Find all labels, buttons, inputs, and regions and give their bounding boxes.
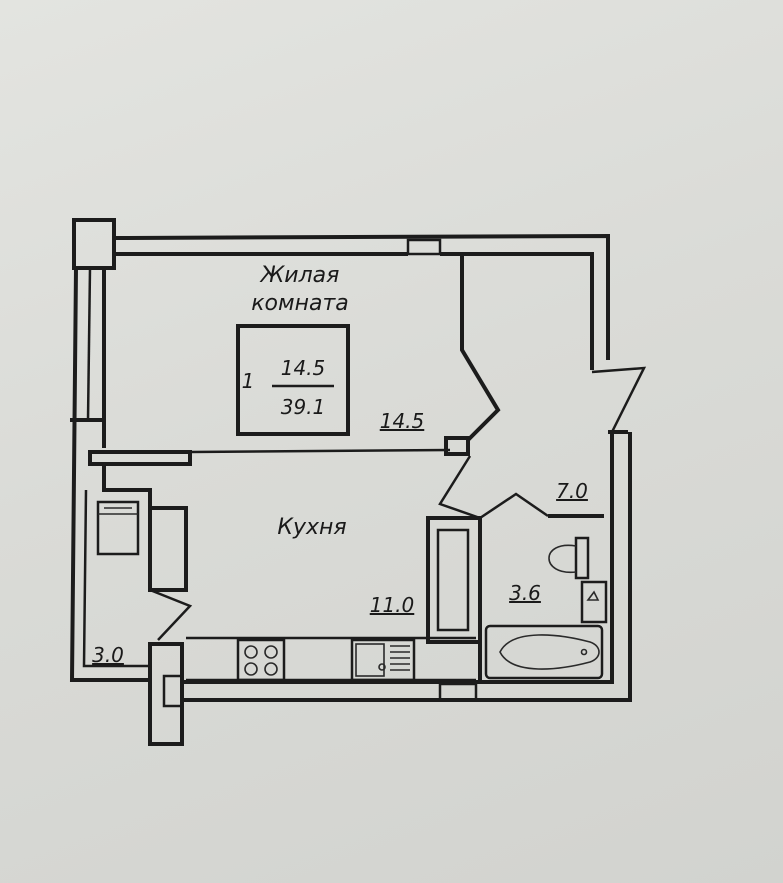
burner-3 (244, 662, 258, 676)
kitchen-name: Кухня (277, 515, 346, 540)
top-left-pier (72, 218, 116, 270)
outer-walls (69, 218, 647, 746)
kitchen-area: 11.0 (370, 593, 415, 617)
kitchen-fixtures (186, 636, 476, 682)
burner-4 (264, 662, 278, 676)
sink-bowl (355, 643, 385, 677)
bottom-left-pier (148, 642, 184, 746)
balcony-appliance (96, 500, 140, 556)
bathroom-fixtures (484, 536, 608, 680)
living-kitchen-pier (88, 450, 192, 466)
bottom-right-wall (180, 432, 614, 684)
bottom-vent (438, 682, 478, 702)
left-wall-step (70, 418, 106, 448)
top-wall-inner (114, 252, 594, 370)
balcony-fixtures (96, 500, 140, 556)
bathtub (484, 624, 604, 680)
top-wall-outer (113, 233, 610, 360)
balcony-wall (102, 464, 188, 592)
wardrobe-outer (426, 516, 482, 644)
washbasin-tap (586, 590, 600, 601)
bathroom-area: 3.6 (509, 581, 541, 605)
balcony-door (149, 588, 193, 641)
room-count: 1 (242, 369, 255, 393)
burner-2 (264, 645, 278, 659)
sink-drainer (390, 645, 410, 671)
kitchen-counter (186, 636, 476, 682)
kitchen-hall-door (438, 455, 549, 520)
balcony-appliance-lid (98, 507, 138, 515)
washbasin (580, 580, 608, 624)
wardrobe-inner (436, 528, 470, 632)
bathtub-drain (580, 648, 588, 656)
partition-post (444, 436, 470, 456)
interior-walls (88, 256, 604, 680)
sink-tap (378, 663, 386, 671)
hallway-area: 7.0 (556, 479, 588, 503)
toilet-tank (574, 536, 590, 580)
living-room-area: 14.5 (380, 409, 425, 433)
burner-1 (244, 645, 258, 659)
balcony-inner (82, 489, 150, 668)
living-hall-door (460, 256, 501, 442)
left-window-line (86, 267, 92, 421)
toilet-bowl (548, 544, 577, 573)
total-area: 39.1 (281, 395, 326, 419)
balcony-area: 3.0 (92, 643, 124, 667)
top-vent (406, 238, 442, 256)
stove (236, 638, 286, 682)
sink (350, 638, 416, 682)
living-area-total: 14.5 (281, 356, 326, 380)
living-room-name-2: комната (251, 291, 349, 316)
entrance-door (591, 366, 647, 433)
living-room-name-1: Жилая (259, 263, 340, 288)
apartment-summary-box (236, 324, 350, 436)
bottom-left-pier-notch (162, 674, 184, 708)
bathtub-bowl (499, 634, 600, 670)
living-kitchen-wall (189, 448, 451, 454)
bottom-wall-outer (182, 432, 632, 702)
left-wall-outer (69, 267, 150, 682)
